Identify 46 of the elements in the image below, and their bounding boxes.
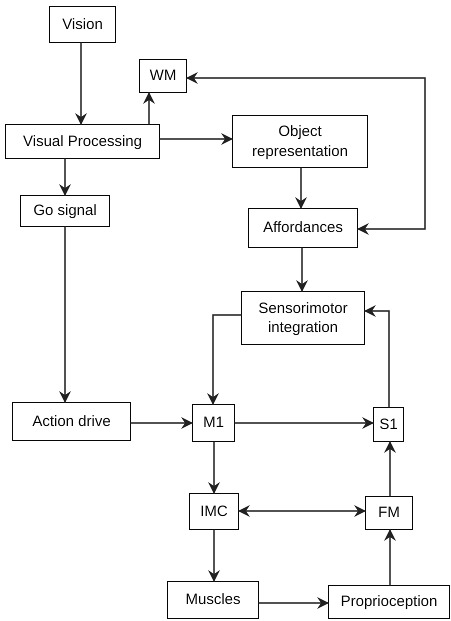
- arrow: [75, 43, 87, 125]
- arrow: [208, 530, 220, 582]
- process-box: [248, 208, 358, 248]
- arrow: [59, 159, 71, 196]
- arrow: [235, 417, 374, 429]
- process-box: [241, 291, 365, 345]
- arrow: [160, 133, 233, 145]
- process-box: [139, 59, 187, 93]
- process-box: [328, 585, 450, 619]
- arrow: [259, 597, 329, 609]
- process-box: [20, 195, 110, 227]
- arrow: [143, 92, 155, 124]
- arrow: [364, 305, 390, 407]
- arrow: [131, 417, 193, 429]
- box-label: Sensorimotor integration: [257, 298, 349, 338]
- box-label: Go signal: [33, 201, 97, 221]
- box-label: IMC: [200, 502, 228, 522]
- process-box: [49, 6, 116, 43]
- box-label: M1: [203, 413, 224, 433]
- arrow: [384, 441, 396, 496]
- box-label: WM: [150, 66, 176, 86]
- arrow: [207, 314, 241, 405]
- process-box: [192, 404, 235, 442]
- process-box: [5, 124, 160, 159]
- arrow: [238, 505, 366, 517]
- process-box: [12, 402, 131, 441]
- arrow: [208, 442, 220, 494]
- box-label: Proprioception: [340, 592, 438, 612]
- arrow: [186, 72, 426, 235]
- box-label: Object representation: [251, 122, 349, 161]
- arrow: [59, 227, 71, 403]
- box-label: Affordances: [263, 218, 343, 238]
- process-box: [232, 115, 368, 168]
- process-box: [365, 496, 413, 530]
- box-label: Action drive: [32, 412, 111, 432]
- box-label: Muscles: [185, 590, 240, 610]
- process-box: [167, 581, 259, 619]
- box-label: S1: [379, 414, 398, 434]
- process-box: [189, 493, 239, 530]
- arrow: [384, 529, 396, 585]
- process-box: [373, 407, 404, 442]
- arrow: [296, 248, 308, 292]
- box-label: Visual Processing: [23, 132, 142, 152]
- box-label: FM: [378, 503, 400, 523]
- arrow: [295, 168, 307, 209]
- box-label: Vision: [62, 14, 103, 34]
